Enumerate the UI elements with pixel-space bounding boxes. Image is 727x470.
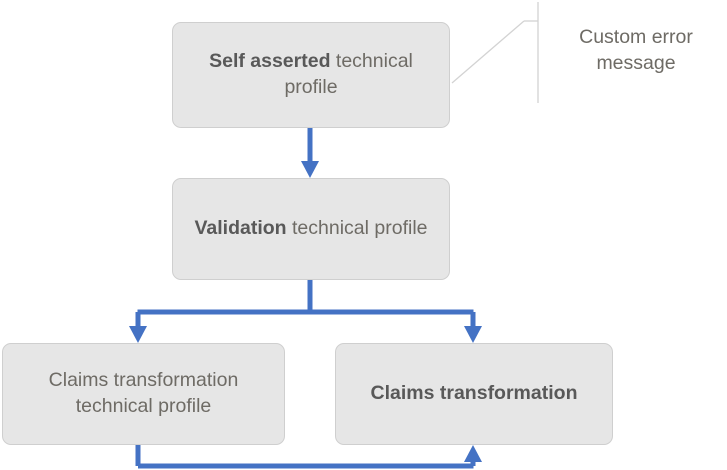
node-claims-transformation-technical-profile[interactable]: Claims transformation technical profile [2, 343, 285, 445]
node-self-asserted-regular: technical profile [284, 50, 413, 98]
node-self-asserted-bold: Self asserted [209, 50, 331, 73]
arrow-self-asserted-to-validation [301, 128, 319, 178]
annotation-leader-line [451, 2, 539, 103]
annotation-line-2: message [596, 52, 676, 75]
node-self-asserted-label: Self asserted technical profile [187, 49, 435, 100]
arrow-validation-to-claims-branch [129, 280, 482, 343]
annotation-custom-error-message: Custom error message [556, 24, 716, 77]
node-validation-technical-profile[interactable]: Validation technical profile [172, 178, 450, 280]
arrow-claims-technical-to-claims-transformation [135, 445, 482, 469]
node-claims-transformation[interactable]: Claims transformation [335, 343, 613, 445]
node-claims-technical-regular: Claims transformation technical profile [48, 369, 239, 417]
node-claims-technical-label: Claims transformation technical profile [17, 368, 270, 419]
node-validation-regular: technical profile [286, 217, 428, 240]
node-claims-transformation-bold: Claims transformation [370, 382, 578, 405]
node-claims-transformation-label: Claims transformation [350, 381, 598, 407]
node-validation-label: Validation technical profile [187, 216, 435, 242]
node-self-asserted-technical-profile[interactable]: Self asserted technical profile [172, 22, 450, 128]
annotation-line-1: Custom error [579, 26, 693, 48]
node-validation-bold: Validation [194, 217, 287, 240]
